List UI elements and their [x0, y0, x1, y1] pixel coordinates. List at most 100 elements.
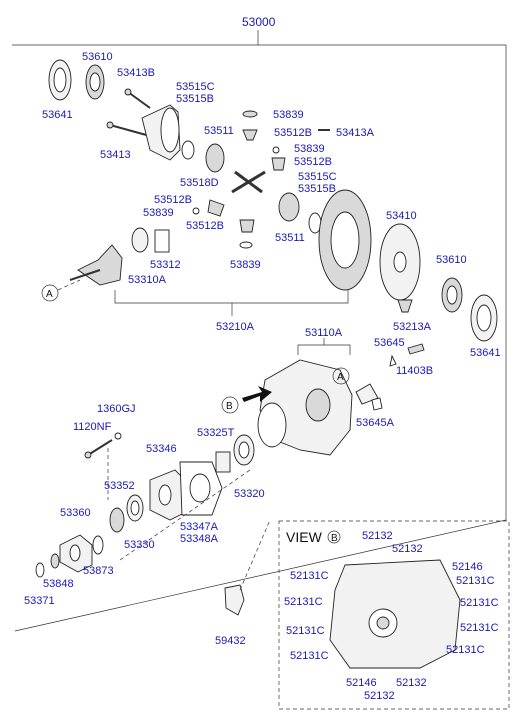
label-59432: 59432: [215, 635, 246, 647]
label-53360: 53360: [60, 507, 91, 519]
label-53641-left: 53641: [42, 109, 73, 121]
view-b-title-letter: B: [331, 533, 338, 544]
washer-53848: [50, 553, 60, 569]
label-53413a: 53413A: [336, 127, 375, 139]
view-label-52131c-l4: 52131C: [290, 650, 329, 662]
view-label-52131c-l1: 52131C: [290, 570, 329, 582]
label-53210a: 53210A: [216, 321, 255, 333]
label-53347a: 53347A: [180, 521, 219, 533]
companion-flange-53346: [149, 469, 191, 521]
washer-1360gj: [114, 432, 122, 440]
cross-shaft-53518d: [231, 170, 266, 194]
bearing-53352: [109, 507, 125, 533]
bearing-53610-right: [441, 277, 463, 313]
differential-case: [141, 104, 181, 161]
label-53515c-lower: 53515C: [298, 171, 337, 183]
label-53000: 53000: [242, 15, 276, 29]
label-53110a: 53110A: [305, 327, 343, 339]
label-53610-right: 53610: [436, 254, 467, 266]
label-53641-right: 53641: [470, 347, 501, 359]
label-53325t: 53325T: [197, 427, 235, 439]
bracket-59432: [224, 584, 245, 616]
label-53352: 53352: [104, 480, 135, 492]
view-label-52131c-l3: 52131C: [286, 625, 325, 637]
label-53511-upper: 53511: [204, 125, 234, 137]
washer-53839-left: [192, 207, 200, 215]
view-b-title-circle: [327, 530, 341, 544]
bearing-53312: [131, 227, 170, 253]
label-53873: 53873: [83, 565, 114, 577]
view-label-52131c-r1: 52131C: [460, 597, 499, 609]
view-label-52131c-r3: 52131C: [446, 644, 485, 656]
label-53413b: 53413B: [117, 67, 155, 79]
ring-gear-53410: [318, 189, 372, 291]
label-53839-mid: 53839: [294, 143, 325, 155]
carrier-flange: [379, 223, 421, 301]
bracket-53110a: [297, 344, 351, 355]
assembly-frame: [12, 44, 507, 632]
carrier-housing-53110a: [257, 359, 353, 456]
view-b-rear-cover: [329, 559, 461, 669]
label-11403b: 11403B: [396, 365, 433, 377]
callout-b-letter: B: [226, 401, 233, 412]
label-53511-lower: 53511: [275, 232, 305, 244]
label-53410: 53410: [386, 210, 417, 222]
label-53610-left: 53610: [82, 51, 113, 63]
seal-53873: [92, 535, 104, 555]
label-53515c-upper: 53515C: [176, 81, 215, 93]
view-label-52131c-r2: 52131C: [460, 622, 499, 634]
view-label-52132-bot2: 52132: [364, 690, 395, 702]
pinion-gear-right: [271, 157, 286, 171]
view-label-52131c-l2: 52131C: [284, 596, 323, 608]
bearing-cup-53641-left: [48, 59, 72, 101]
label-53330: 53330: [124, 539, 155, 551]
label-53518d: 53518D: [180, 177, 219, 189]
pinion-gear-left: [207, 199, 225, 217]
label-53348a: 53348A: [180, 533, 219, 545]
pinion-gear-top: [242, 129, 258, 141]
lock-plate: [371, 397, 383, 411]
bearing-53610-left: [85, 64, 105, 100]
label-53515b-upper: 53515B: [176, 93, 214, 105]
label-53346: 53346: [146, 443, 177, 455]
label-53645: 53645: [374, 337, 405, 349]
flange-53360: [59, 534, 93, 573]
bolt-53213a: [397, 299, 413, 313]
label-53312: 53312: [150, 259, 181, 271]
label-53839-top: 53839: [273, 109, 304, 121]
callout-a-left: [41, 284, 59, 302]
bearing-cap-53645a: [355, 383, 379, 405]
label-1360gj: 1360GJ: [97, 403, 136, 415]
washer-53839-mid: [272, 146, 280, 154]
label-53413: 53413: [100, 149, 131, 161]
view-b-title: VIEW: [286, 529, 323, 545]
view-label-52146-bot: 52146: [346, 677, 377, 689]
label-53839-left: 53839: [143, 207, 174, 219]
label-53310a: 53310A: [128, 274, 167, 286]
nut-53371: [35, 562, 45, 578]
bolt-1120nf: [84, 439, 113, 459]
view-label-52146-top: 52146: [452, 561, 483, 573]
callout-a-right: [332, 367, 350, 385]
label-53512b-right: 53512B: [294, 156, 332, 168]
bearing-cup-53641-right: [470, 294, 498, 342]
pin-53413b: [124, 88, 151, 109]
callout-b: [221, 396, 239, 414]
thrust-washer-upper: [181, 140, 195, 160]
collar-53325t: [215, 451, 231, 473]
label-53512b-top: 53512B: [274, 127, 312, 139]
bearing-53320: [233, 434, 255, 466]
clip-53645: [389, 354, 397, 367]
view-label-52132-bot1: 52132: [396, 677, 427, 689]
label-53848: 53848: [43, 578, 74, 590]
gasket-53347a: [179, 461, 223, 516]
side-gear-53511-lower: [278, 192, 300, 222]
callout-a-right-letter: A: [337, 372, 344, 383]
label-53371: 53371: [24, 595, 55, 607]
view-label-52132-top2: 52132: [392, 543, 423, 555]
label-53645a: 53645A: [356, 417, 395, 429]
label-53512b-left: 53512B: [154, 194, 192, 206]
label-53213a: 53213A: [393, 321, 432, 333]
view-label-52132-top1: 52132: [362, 530, 393, 542]
